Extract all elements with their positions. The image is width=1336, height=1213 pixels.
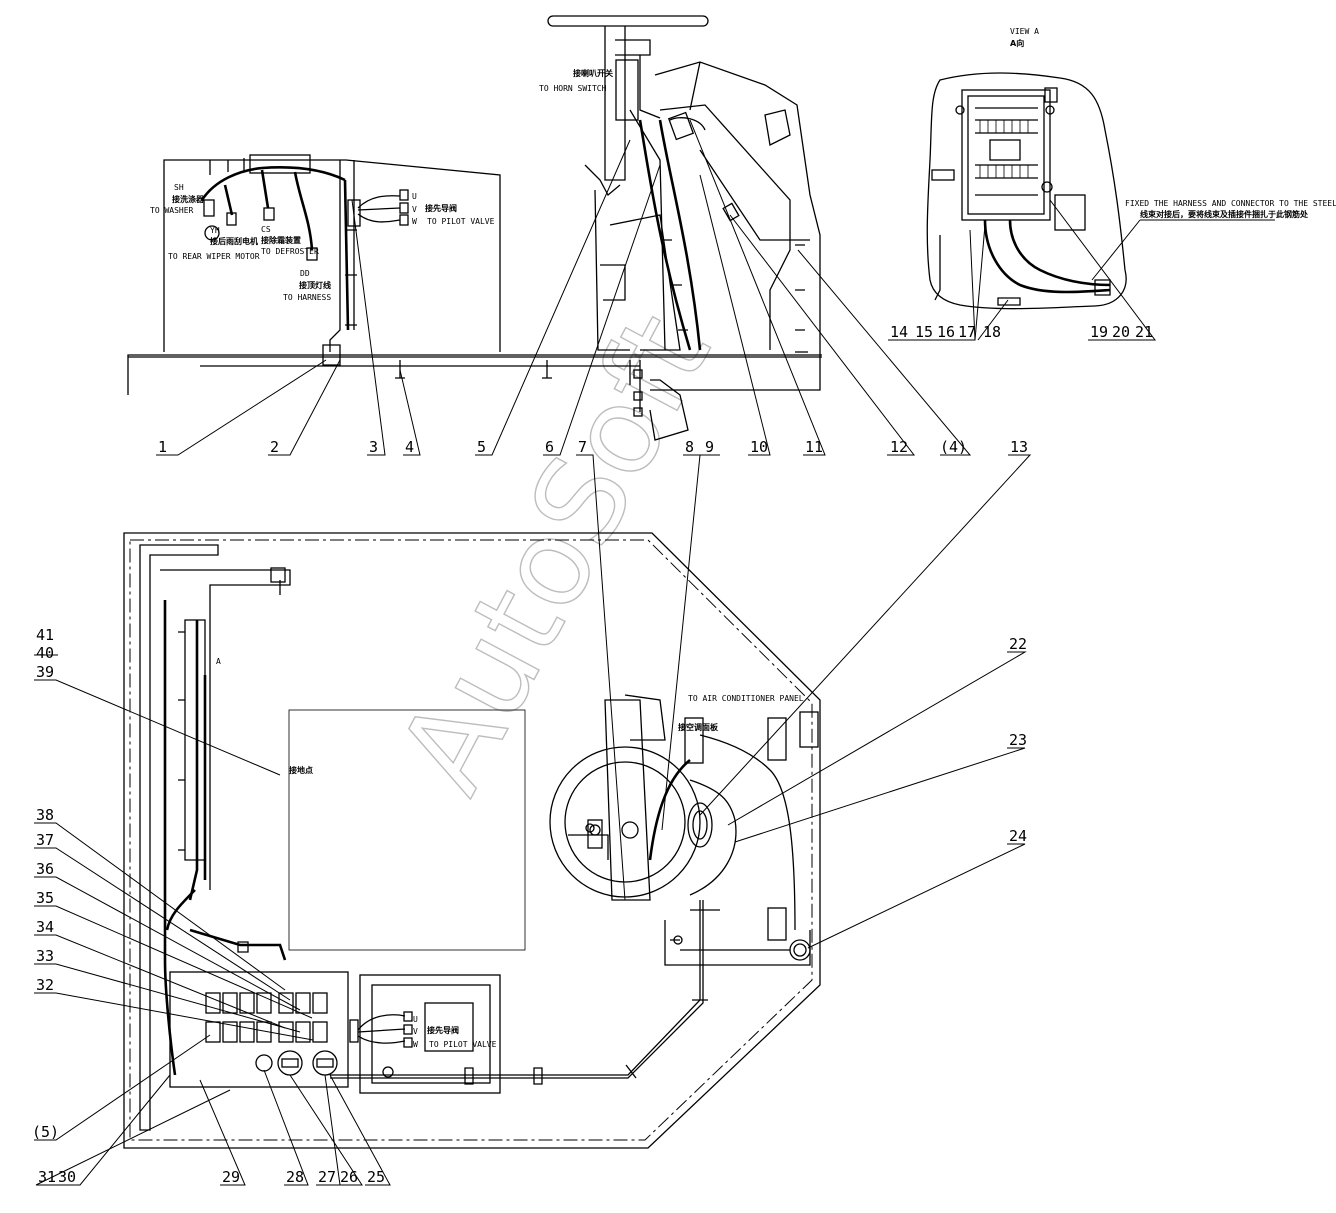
callout-5-paren: (5) — [32, 1123, 59, 1141]
callout-35: 35 — [36, 889, 54, 907]
view-a-note-cn: 线束对接后，要将线束及插接件捆扎于此钢筋处 — [1140, 209, 1309, 219]
view-a-note-en: FIXED THE HARNESS AND CONNECTOR TO THE S… — [1125, 199, 1336, 208]
view-a-marker: A — [216, 657, 221, 666]
callout-12: 12 — [890, 438, 908, 456]
callout-27: 27 — [318, 1168, 336, 1186]
wiper-en: TO REAR WIPER MOTOR — [168, 252, 260, 261]
washer-en: TO WASHER — [150, 206, 194, 215]
bottom-pilot-cn: 接先导阀 — [427, 1025, 459, 1035]
callout-26: 26 — [340, 1168, 358, 1186]
pilot-en: TO PILOT VALVE — [427, 217, 495, 226]
horn-en: TO HORN SWITCH — [539, 84, 607, 93]
callout-16: 16 — [937, 323, 955, 341]
view-a-title-cn: A向 — [1010, 38, 1024, 48]
callout-13: 13 — [1010, 438, 1028, 456]
callout-40: 40 — [36, 644, 54, 662]
callout-8: 8 — [685, 438, 694, 456]
callout-28: 28 — [286, 1168, 304, 1186]
pilot-u: U — [412, 192, 417, 201]
wiper-code: YH — [210, 226, 220, 235]
callout-19: 19 — [1090, 323, 1108, 341]
callout-9: 9 — [705, 438, 714, 456]
top-side-view: SH 接洗涤器 TO WASHER YH 接后雨刮电机 TO REAR WIPE… — [127, 15, 822, 441]
view-a-detail: VIEW A A向 FIXED THE HARNESS AND CONNECTO… — [926, 27, 1336, 310]
callout-1: 1 — [158, 438, 167, 456]
callout-15: 15 — [915, 323, 933, 341]
bottom-pilot-w: W — [413, 1040, 418, 1049]
pilot-v: V — [412, 205, 417, 214]
callout-23: 23 — [1009, 731, 1027, 749]
pilot-cn: 接先导阀 — [425, 203, 457, 213]
callout-41: 41 — [36, 626, 54, 644]
callout-17: 17 — [958, 323, 976, 341]
callout-24: 24 — [1009, 827, 1027, 845]
callout-29: 29 — [222, 1168, 240, 1186]
view-a-title-en: VIEW A — [1010, 27, 1039, 36]
callout-7: 7 — [578, 438, 587, 456]
defroster-code: CS — [261, 225, 271, 234]
callout-3: 3 — [369, 438, 378, 456]
horn-cn: 接喇叭开关 — [573, 68, 613, 78]
callout-10: 10 — [750, 438, 768, 456]
callout-36: 36 — [36, 860, 54, 878]
leader-lines — [34, 119, 1156, 1186]
washer-cn: 接洗涤器 — [172, 194, 205, 204]
callout-31: 31 — [38, 1168, 56, 1186]
callout-34: 34 — [36, 918, 54, 936]
callout-18: 18 — [983, 323, 1001, 341]
bottom-pilot-v: V — [413, 1027, 418, 1036]
callout-32: 32 — [36, 976, 54, 994]
callout-38: 38 — [36, 806, 54, 824]
callout-numbers: 1 2 3 4 5 6 7 8 9 10 11 12 (4) 13 14 15 … — [32, 323, 1153, 1186]
callout-21: 21 — [1135, 323, 1153, 341]
bottom-plan-view: TO AIR CONDITIONER PANEL 接空调面板 接地点 A U V… — [123, 532, 821, 1149]
bottom-pilot-u: U — [413, 1015, 418, 1024]
callout-11: 11 — [805, 438, 823, 456]
pilot-w: W — [412, 217, 417, 226]
callout-20: 20 — [1112, 323, 1130, 341]
defroster-en: TO DEFROSTER — [261, 247, 319, 256]
defroster-cn: 接除霜装置 — [261, 235, 301, 245]
callout-33: 33 — [36, 947, 54, 965]
callout-37: 37 — [36, 831, 54, 849]
ground-cn: 接地点 — [289, 765, 313, 775]
callout-30: 30 — [58, 1168, 76, 1186]
callout-39: 39 — [36, 663, 54, 681]
bottom-pilot-en: TO PILOT VALVE — [429, 1040, 497, 1049]
callout-14: 14 — [890, 323, 908, 341]
callout-22: 22 — [1009, 635, 1027, 653]
callout-25: 25 — [367, 1168, 385, 1186]
ac-cn: 接空调面板 — [678, 722, 719, 732]
ac-en: TO AIR CONDITIONER PANEL — [688, 694, 804, 703]
callout-4-paren: (4) — [940, 438, 967, 456]
callout-5: 5 — [477, 438, 486, 456]
watermark: AutoSoft — [373, 293, 738, 813]
harness-code: DD — [300, 269, 310, 278]
callout-2: 2 — [270, 438, 279, 456]
callout-6: 6 — [545, 438, 554, 456]
harness-cn: 接顶灯线 — [299, 280, 331, 290]
washer-code: SH — [174, 183, 184, 192]
wiper-cn: 接后雨刮电机 — [210, 236, 258, 246]
callout-4: 4 — [405, 438, 414, 456]
harness-en: TO HARNESS — [283, 293, 331, 302]
